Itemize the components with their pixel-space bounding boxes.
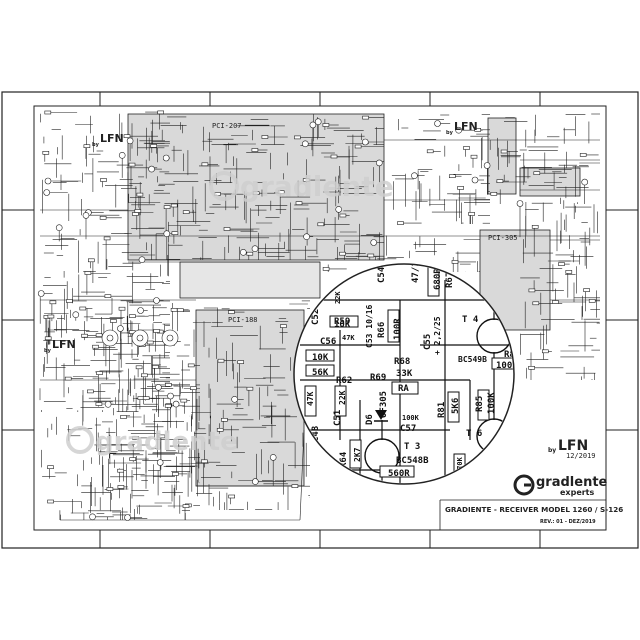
board-areas	[127, 113, 581, 487]
component-label-bc548b: BC548B	[396, 456, 429, 466]
sheet-title: GRADIENTE - RECEIVER MODEL 1260 / S-126	[445, 505, 623, 514]
resistor-r59-box	[329, 315, 359, 328]
resistor-r100k-box	[491, 357, 513, 370]
component-label-c54: C54	[377, 266, 387, 283]
component-label-r83: R83	[504, 350, 520, 360]
component-label-r100r: 100R	[393, 318, 403, 340]
diode-d6-symbol	[375, 410, 387, 420]
title-block: GRADIENTE - RECEIVER MODEL 1260 / S-126 …	[439, 499, 623, 530]
svg-text:by: by	[44, 348, 52, 354]
svg-text:by: by	[92, 142, 100, 148]
component-label-r64: R64	[339, 451, 349, 468]
watermarks: gradlente gradlente	[66, 170, 394, 457]
component-label-r85: R85	[475, 396, 485, 412]
gradiente-experts-logo: gradlente experts	[513, 474, 608, 497]
component-label-r33k: 33K	[396, 369, 413, 379]
component-label-t4: T 4	[462, 315, 479, 325]
component-label-r59: R59	[334, 317, 350, 327]
resistor-r5k6-box	[447, 391, 460, 423]
component-label-r100k_b: 100K	[487, 392, 497, 414]
component-label-of305: OF305	[379, 391, 389, 418]
resistor-r85-box	[477, 389, 490, 421]
component-label-r100k_a: 100K	[496, 361, 518, 371]
board-power	[179, 261, 321, 299]
component-label-c52: C52	[311, 309, 321, 325]
component-label-ra: RA	[398, 384, 409, 394]
lfn-logo-mark: LFN	[558, 438, 588, 454]
component-label-r470k: 470K	[456, 456, 464, 474]
component-label-r47k_b: 47K	[306, 391, 315, 406]
component-label-r66: R66	[377, 322, 387, 338]
component-label-c55: C55	[423, 334, 433, 350]
svg-text:by: by	[446, 130, 454, 136]
component-label-d6: D6	[365, 414, 375, 425]
resistor-r100r-box	[387, 309, 400, 343]
resistor-56k-box	[305, 364, 335, 377]
component-label-bc549b: BC549B	[458, 355, 487, 364]
component-label-c22_25: + 2,2/25	[433, 316, 442, 355]
board-label-pci-305: PCI-305	[488, 234, 518, 242]
component-label-r2k7: 2K7	[353, 447, 362, 462]
component-label-r47k_a: 47K	[342, 334, 355, 342]
component-label-r47_10: 47/10	[411, 256, 421, 283]
component-label-r560r: 560R	[388, 469, 410, 479]
component-label-c53: C53 10/16	[365, 304, 374, 348]
component-label-r22k_a: 22K	[334, 291, 342, 304]
lfn-mark-left: by LFN	[44, 338, 76, 354]
sheet-revision: REV.: 01 - DEZ/2019	[540, 519, 596, 525]
component-label-r62: R62	[336, 376, 352, 386]
board-pci-188	[195, 309, 305, 487]
lfn-mark-top-right: by LFN	[446, 120, 478, 136]
board-right-sub	[519, 167, 581, 197]
component-label-c56: C56	[320, 337, 336, 347]
component-label-r81: R81	[437, 402, 447, 418]
resistor-ra-box	[391, 381, 419, 395]
watermark-text-bottom: gradlente	[95, 427, 238, 457]
logo-g-icon	[513, 474, 535, 496]
frame-ticks	[2, 92, 638, 548]
board-label-pci-188: PCI-188	[228, 316, 258, 324]
logo-brand-main: gradlente	[536, 475, 608, 490]
resistor-r10k-box	[305, 349, 335, 362]
component-label-r56k: 56K	[312, 368, 329, 378]
component-label-r69: R69	[370, 373, 386, 383]
resistor-r2k7-box	[349, 439, 362, 469]
component-label-c51: C51	[333, 410, 343, 426]
component-label-r100k_c: 100K	[402, 414, 420, 422]
component-label-c57: C57	[400, 424, 416, 434]
board-label-pci-207: PCI-207	[212, 122, 242, 130]
svg-text:LFN: LFN	[454, 120, 478, 133]
lfn-logo: by LFN 12/2019	[548, 438, 596, 460]
schematic-wiring	[39, 111, 600, 521]
watermark-text-top: gradlente	[240, 170, 394, 203]
resistor-r560r-box	[379, 465, 415, 478]
logo-brand-sub: experts	[560, 488, 595, 497]
component-label-r68: R68	[394, 357, 410, 367]
lfn-mark-top-left: by LFN	[92, 132, 124, 148]
board-pci-207	[127, 113, 385, 261]
component-label-r5k6: 5K6	[451, 398, 461, 414]
svg-text:LFN: LFN	[100, 132, 124, 145]
lfn-logo-date: 12/2019	[566, 452, 596, 460]
component-label-r22k_b: 22K	[338, 390, 347, 405]
svg-text:LFN: LFN	[52, 338, 76, 351]
schematic-parts	[37, 110, 596, 521]
svg-text:by: by	[548, 447, 556, 454]
watermark-g-icon-2	[66, 426, 94, 454]
component-label-c48: C48	[311, 426, 321, 442]
resistor-r47k-box	[304, 385, 317, 417]
component-label-r10k_b: 10K	[312, 353, 329, 363]
watermark-g-icon	[209, 171, 239, 201]
resistor-r22k-box	[334, 385, 347, 417]
component-label-r10k_a: 10K	[334, 320, 351, 330]
component-label-r67: R67	[445, 272, 455, 288]
component-label-r680: 680R	[433, 268, 443, 290]
component-label-t3: T 3	[404, 442, 420, 452]
component-label-t6: T 6	[466, 429, 482, 439]
